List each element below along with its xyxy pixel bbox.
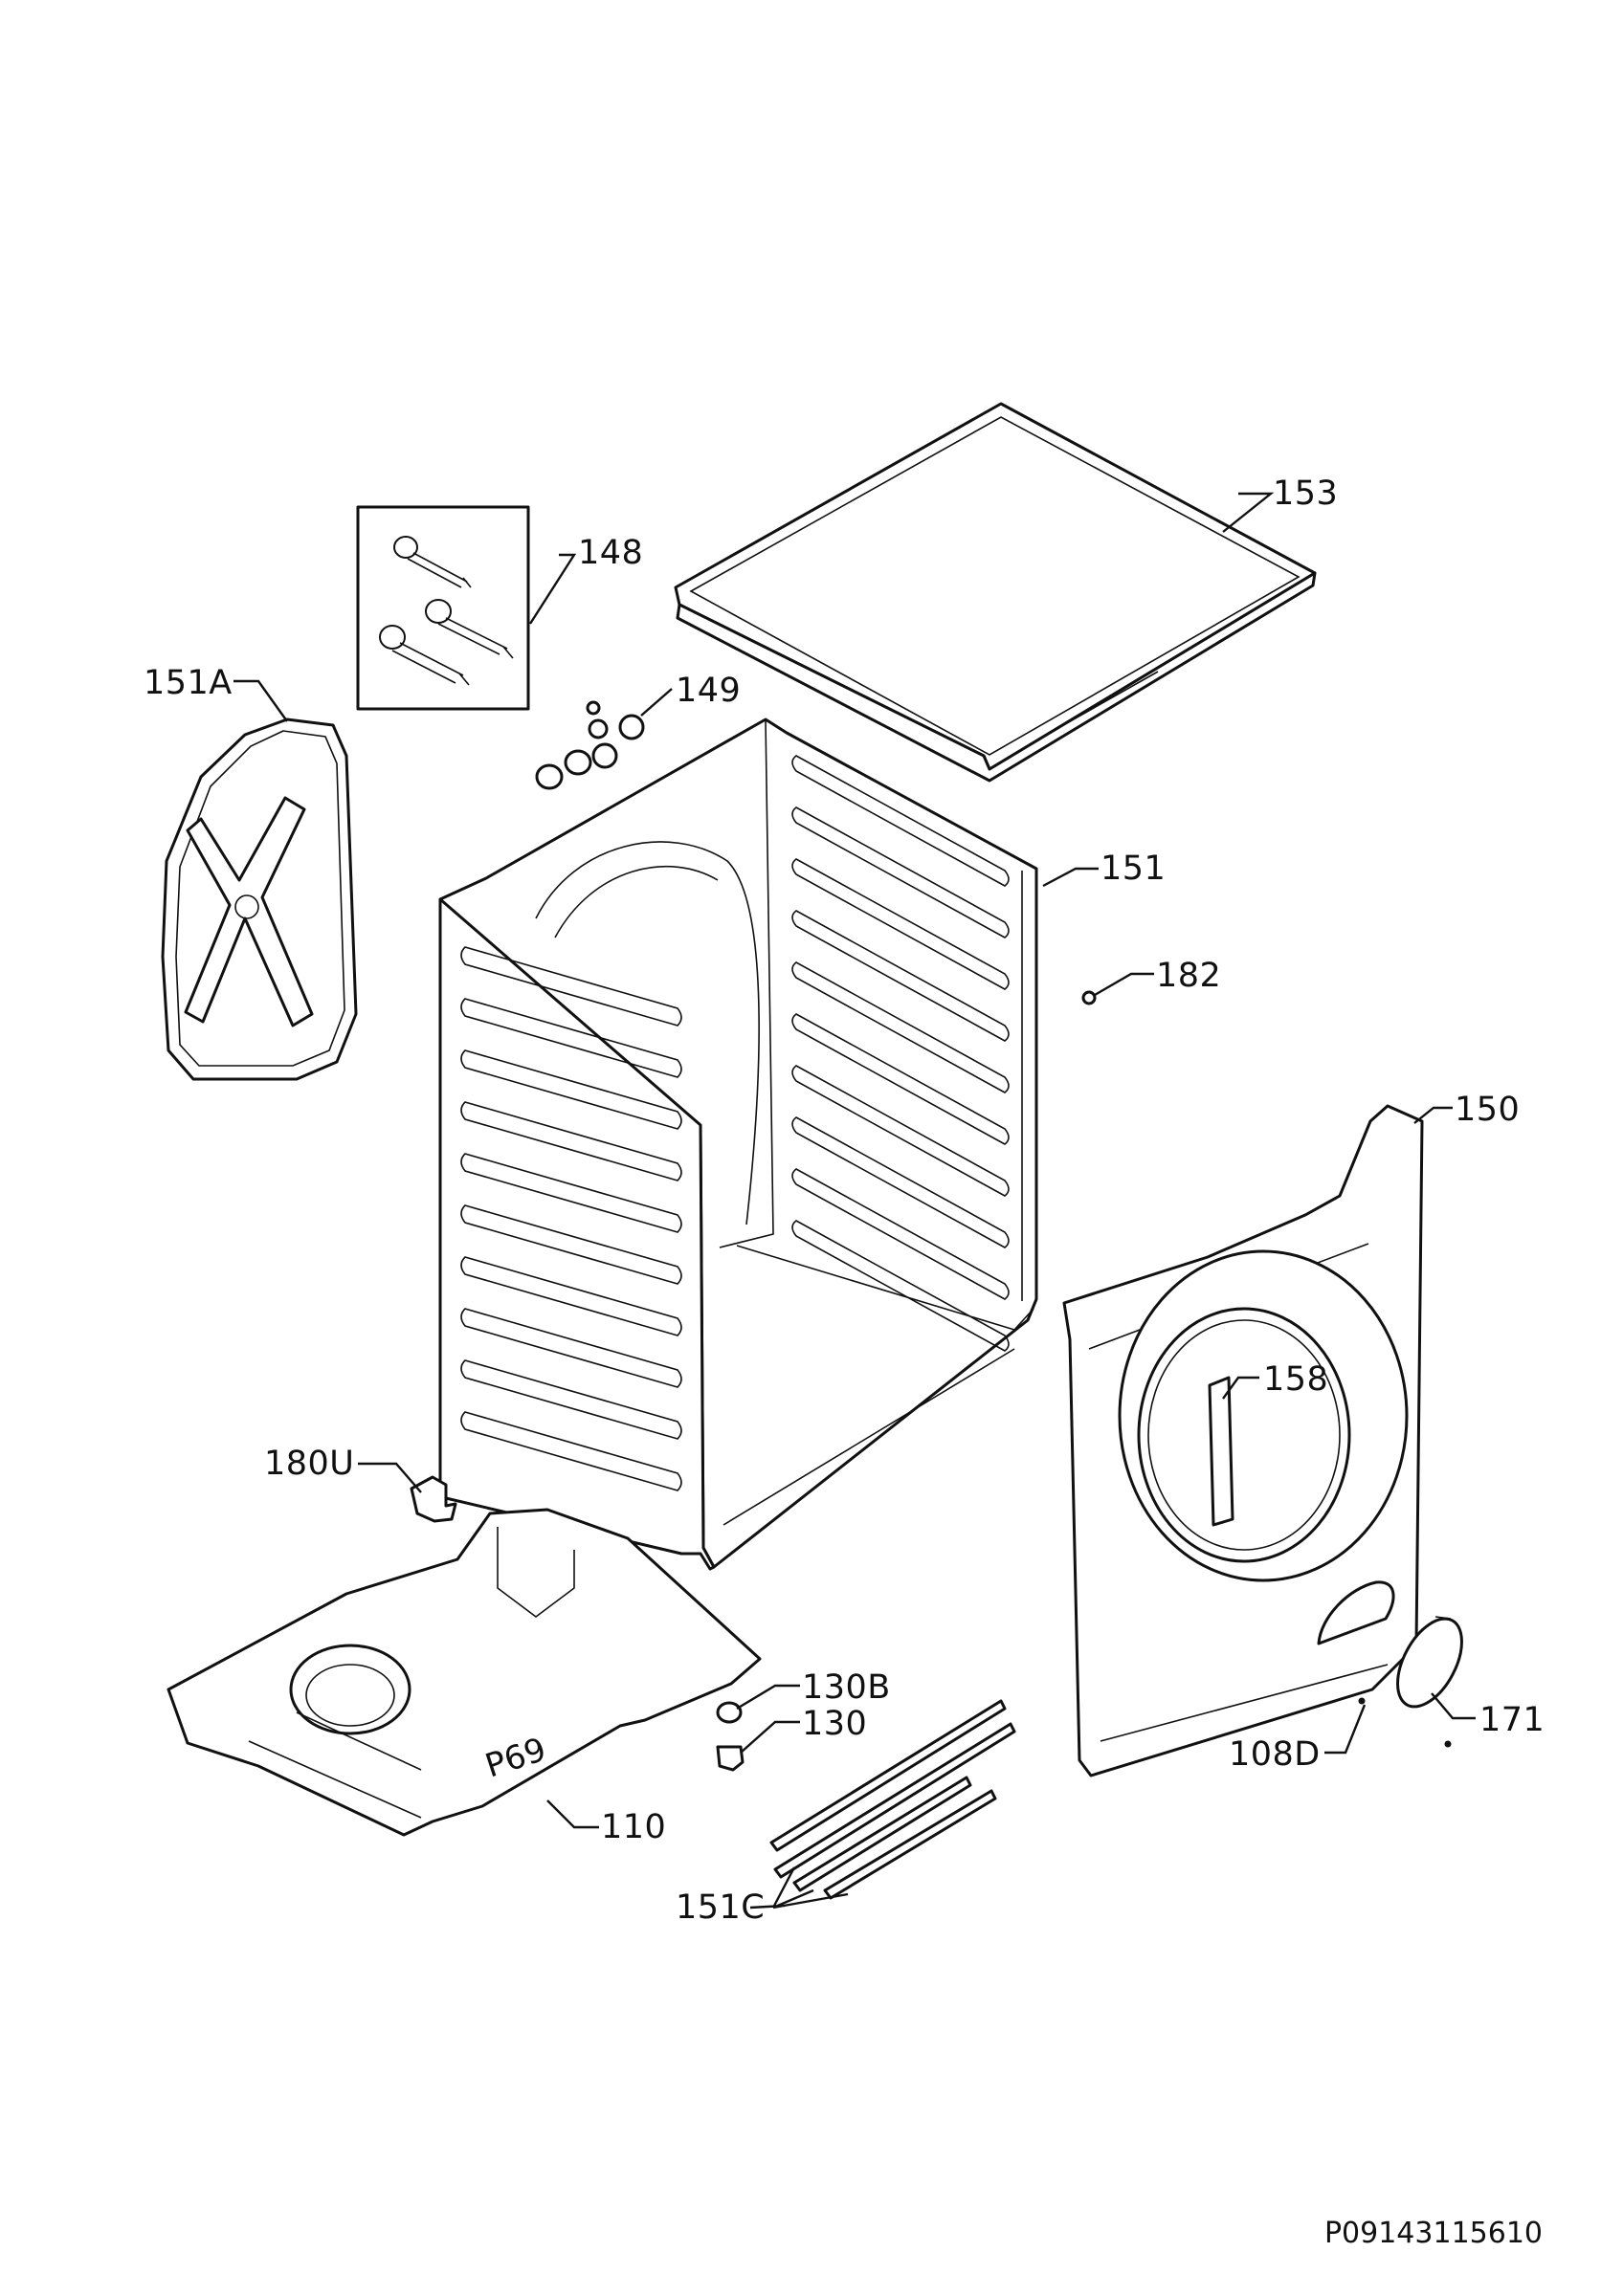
callout-182: 182 xyxy=(1156,957,1222,995)
callout-150: 150 xyxy=(1455,1091,1521,1129)
callout-130B: 130B xyxy=(802,1668,891,1707)
back-panel-part xyxy=(161,718,358,1081)
front-screws-part xyxy=(1358,1697,1452,1748)
side-panel-ribs-right xyxy=(791,755,1010,1352)
screw-part xyxy=(1081,990,1097,1005)
callout-153: 153 xyxy=(1273,475,1339,513)
side-rib xyxy=(460,1411,682,1491)
callout-148: 148 xyxy=(578,534,644,572)
side-rib xyxy=(791,1168,1010,1300)
side-rib xyxy=(791,806,1010,938)
callout-151: 151 xyxy=(1101,850,1167,888)
side-rib xyxy=(791,1116,1010,1248)
foot-130-part xyxy=(716,1745,745,1772)
leader-lines xyxy=(233,492,1476,1910)
document-code: P09143115610 xyxy=(1323,2217,1543,2250)
callout-108D: 108D xyxy=(1229,1735,1321,1774)
filter-cap-part xyxy=(1396,1616,1463,1709)
side-rib xyxy=(791,1065,1010,1197)
side-rib xyxy=(460,946,682,1027)
callout-151C: 151C xyxy=(676,1888,766,1927)
side-rib xyxy=(460,1101,682,1181)
side-rib xyxy=(791,961,1010,1093)
side-rib xyxy=(460,1256,682,1336)
callout-149: 149 xyxy=(676,672,742,710)
callout-158: 158 xyxy=(1263,1360,1329,1399)
side-rib xyxy=(460,1204,682,1285)
callout-130: 130 xyxy=(802,1705,868,1743)
foot-130B-part xyxy=(716,1701,743,1724)
side-rib xyxy=(791,1220,1010,1352)
callout-180U: 180U xyxy=(264,1445,355,1483)
side-rib xyxy=(791,755,1010,887)
top-cover-part xyxy=(674,402,1317,783)
side-rib xyxy=(791,1013,1010,1145)
side-panel-ribs-left xyxy=(460,946,682,1491)
callout-151A: 151A xyxy=(144,664,233,702)
base-plate-part: P69 xyxy=(167,1508,762,1837)
side-rib xyxy=(460,998,682,1078)
callout-110: 110 xyxy=(601,1808,667,1846)
side-rib xyxy=(791,858,1010,990)
callout-171: 171 xyxy=(1479,1701,1545,1739)
cabinet-part xyxy=(438,718,1038,1571)
side-rib xyxy=(460,1308,682,1388)
side-rib xyxy=(460,1359,682,1440)
fittings-part xyxy=(535,700,645,790)
transit-bolts-part xyxy=(356,505,530,711)
side-rib xyxy=(460,1049,682,1130)
side-rib xyxy=(791,910,1010,1042)
front-panel-part xyxy=(1062,1104,1424,1777)
latch-part xyxy=(410,1475,457,1523)
strips-part xyxy=(769,1699,1016,1900)
side-rib xyxy=(460,1153,682,1233)
